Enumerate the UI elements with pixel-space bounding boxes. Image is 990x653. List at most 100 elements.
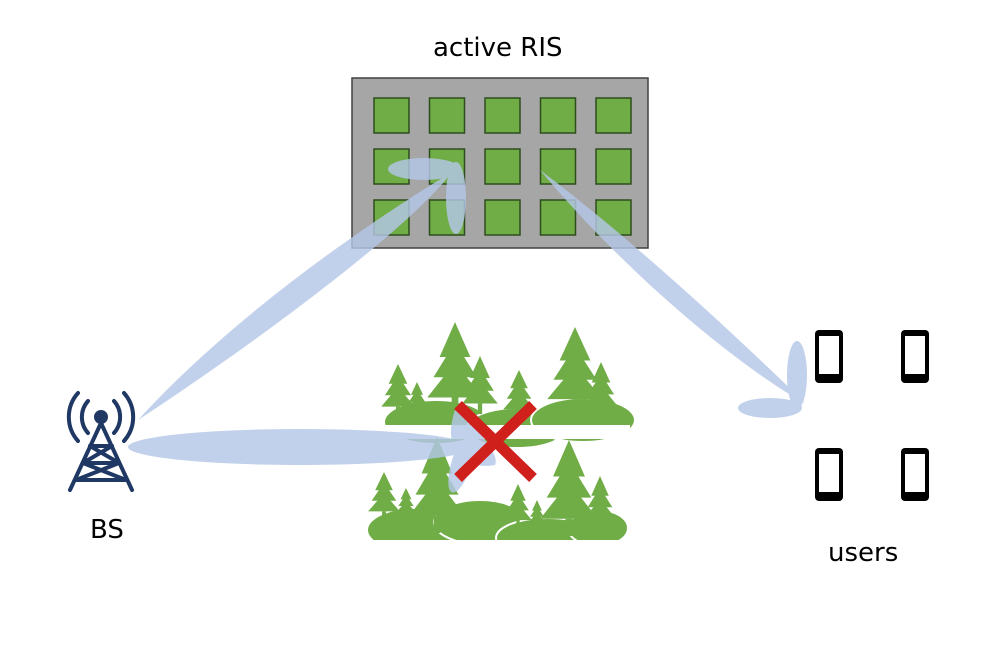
pine-trunk xyxy=(565,518,573,536)
pine-trunk xyxy=(395,406,401,416)
pine-trunk xyxy=(598,406,604,416)
phone-icon xyxy=(815,448,843,501)
pine-tier xyxy=(406,396,428,410)
beam-users-spot-vertical xyxy=(787,341,807,409)
pine-tier xyxy=(384,375,412,396)
pine-tier xyxy=(409,479,465,516)
ris-label: active RIS xyxy=(433,33,563,63)
pine-tier xyxy=(388,364,408,384)
beam-users-spot-horizontal xyxy=(738,398,802,418)
pine-tree xyxy=(427,322,483,414)
pine-tier xyxy=(546,461,592,498)
pine-tier xyxy=(400,488,412,500)
ris-element xyxy=(484,199,521,236)
signal-wave-left-inner xyxy=(79,399,90,435)
ris-element xyxy=(428,97,466,134)
pine-tier xyxy=(466,368,494,391)
pine-tier xyxy=(530,506,544,517)
pine-tree xyxy=(368,472,400,520)
pine-tier xyxy=(433,342,477,378)
pine-tier xyxy=(547,365,603,400)
pine-tier xyxy=(532,500,542,511)
pine-trunk xyxy=(404,512,408,518)
pine-tier xyxy=(507,493,529,511)
ris-element xyxy=(373,97,410,134)
phone-screen xyxy=(905,336,925,374)
phone-icon xyxy=(901,330,929,383)
pine-tier xyxy=(553,440,585,477)
pine-tier xyxy=(559,327,591,361)
pine-trunk xyxy=(415,409,419,416)
beam-bs-direct xyxy=(128,429,472,465)
phone-icon xyxy=(901,448,929,501)
pine-tier xyxy=(510,484,526,501)
beams xyxy=(128,158,807,493)
pine-tier xyxy=(371,482,397,501)
pine-tier xyxy=(506,380,532,399)
pine-tree xyxy=(381,364,415,416)
pine-tier xyxy=(381,386,415,407)
pine-trunk xyxy=(535,522,539,528)
ris-element xyxy=(539,97,577,134)
ris-element xyxy=(595,148,632,185)
pine-tier xyxy=(408,389,426,403)
pine-tier xyxy=(504,503,532,521)
forest-ground-gap xyxy=(360,540,630,560)
signal-wave-right-outer xyxy=(122,391,136,443)
bs-label: BS xyxy=(90,515,124,545)
pine-tree xyxy=(540,440,598,536)
pine-tree xyxy=(462,356,498,414)
tower-braces xyxy=(74,444,128,482)
pine-tier xyxy=(510,370,528,389)
users-label: users xyxy=(828,538,899,568)
pine-tier xyxy=(415,458,459,495)
pine-tier xyxy=(528,512,546,523)
beam-bs-to-ris xyxy=(138,172,452,420)
pine-tree xyxy=(406,382,428,416)
pine-tier xyxy=(368,493,400,512)
pine-tier xyxy=(587,373,615,395)
ris-element xyxy=(484,148,521,185)
beam-ris-incoming-spot xyxy=(388,158,460,180)
beam-ris-lobe xyxy=(446,162,466,234)
ris-element xyxy=(484,97,521,134)
pine-tier xyxy=(470,356,490,379)
phone-screen xyxy=(905,454,925,492)
signal-wave-left-outer xyxy=(66,391,80,443)
beam-ris-to-users xyxy=(540,170,805,403)
users-group xyxy=(815,330,929,501)
pine-tier xyxy=(587,487,613,508)
pine-tree xyxy=(547,327,603,415)
pine-tier xyxy=(591,362,611,383)
pine-trunk xyxy=(598,518,602,528)
pine-tier xyxy=(584,385,618,407)
pine-tier xyxy=(540,482,598,519)
pine-tier xyxy=(410,382,424,395)
beam-direct-blocked-lobe xyxy=(448,431,476,493)
phone-screen xyxy=(819,454,839,492)
ris-elements xyxy=(373,97,632,236)
pine-tier xyxy=(439,322,471,357)
pine-tier xyxy=(462,381,498,404)
pine-tree xyxy=(504,484,532,528)
pine-tree xyxy=(396,488,416,518)
pine-tree xyxy=(584,362,618,416)
pine-tier xyxy=(591,476,609,496)
ris-element xyxy=(539,148,577,185)
blocked-cross-icon xyxy=(454,401,537,482)
cell-tower-icon xyxy=(66,391,136,492)
pine-tier xyxy=(584,498,616,519)
pine-trunk xyxy=(433,515,441,533)
ris-element xyxy=(539,199,577,236)
pine-tier xyxy=(396,501,416,513)
pine-tree xyxy=(528,500,546,528)
ris-element xyxy=(595,97,632,134)
pine-trunk xyxy=(571,399,579,415)
phone-icon xyxy=(815,330,843,383)
phone-screen xyxy=(819,336,839,374)
pine-tier xyxy=(375,472,393,491)
pine-trunk xyxy=(516,520,520,528)
antenna-head xyxy=(94,410,108,424)
